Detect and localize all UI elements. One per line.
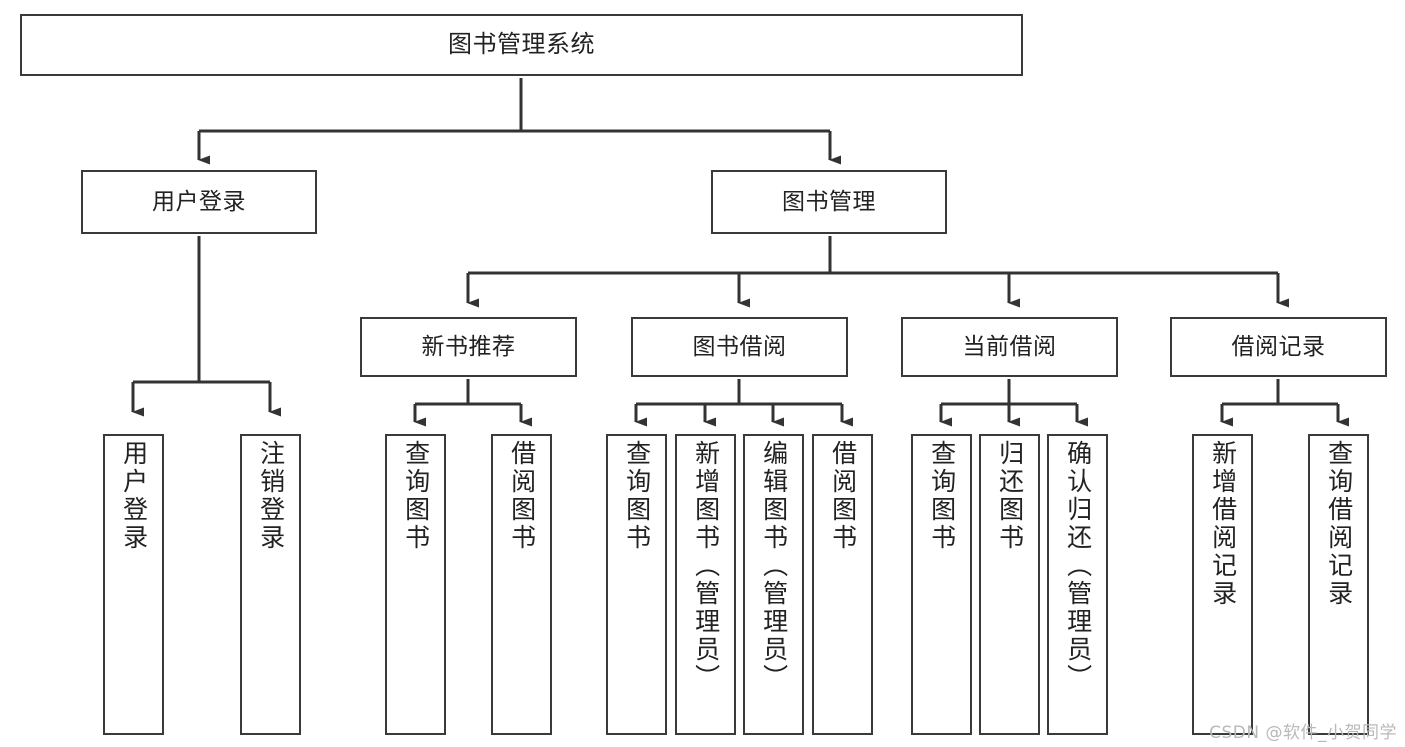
node-label: 查询图书 bbox=[927, 440, 957, 552]
leaf-query-book-current[interactable]: 查询图书 bbox=[911, 434, 972, 735]
csdn-watermark: CSDN @软件_小贺同学 bbox=[1209, 723, 1397, 743]
node-label: 查询图书 bbox=[622, 440, 652, 552]
node-label: 新增图书（管理员） bbox=[691, 440, 721, 692]
node-label: 新增借阅记录 bbox=[1208, 440, 1238, 608]
leaf-query-book-borrow[interactable]: 查询图书 bbox=[606, 434, 667, 735]
leaf-return-book[interactable]: 归还图书 bbox=[979, 434, 1040, 735]
leaf-add-book-admin[interactable]: 新增图书（管理员） bbox=[675, 434, 736, 735]
node-label: 借阅图书 bbox=[828, 440, 858, 552]
leaf-logout[interactable]: 注销登录 bbox=[240, 434, 301, 735]
node-label: 图书借阅 bbox=[692, 333, 787, 360]
leaf-borrow-book-recommend[interactable]: 借阅图书 bbox=[491, 434, 552, 735]
node-label: 当前借阅 bbox=[962, 333, 1057, 360]
node-label: 注销登录 bbox=[256, 440, 286, 552]
node-label: 查询借阅记录 bbox=[1324, 440, 1354, 608]
node-label: 查询图书 bbox=[401, 440, 431, 552]
node-label: 借阅记录 bbox=[1231, 333, 1326, 360]
node-current-borrow[interactable]: 当前借阅 bbox=[901, 317, 1118, 377]
node-label: 借阅图书 bbox=[507, 440, 537, 552]
leaf-confirm-return-admin[interactable]: 确认归还（管理员） bbox=[1047, 434, 1108, 735]
node-borrow-record[interactable]: 借阅记录 bbox=[1170, 317, 1387, 377]
node-label: 编辑图书（管理员） bbox=[759, 440, 789, 692]
leaf-user-login[interactable]: 用户登录 bbox=[103, 434, 164, 735]
node-book-management[interactable]: 图书管理 bbox=[711, 170, 947, 234]
node-label: 图书管理 bbox=[782, 188, 876, 215]
node-label: 用户登录 bbox=[119, 440, 149, 552]
node-root-system[interactable]: 图书管理系统 bbox=[20, 14, 1023, 76]
node-label: 确认归还（管理员） bbox=[1063, 440, 1093, 692]
node-label: 新书推荐 bbox=[421, 333, 516, 360]
node-user-login[interactable]: 用户登录 bbox=[81, 170, 317, 234]
node-label: 图书管理系统 bbox=[448, 30, 595, 59]
leaf-query-book-recommend[interactable]: 查询图书 bbox=[385, 434, 446, 735]
node-new-book-recommend[interactable]: 新书推荐 bbox=[360, 317, 577, 377]
node-label: 归还图书 bbox=[995, 440, 1025, 552]
node-book-borrow[interactable]: 图书借阅 bbox=[631, 317, 848, 377]
leaf-add-borrow-record[interactable]: 新增借阅记录 bbox=[1192, 434, 1253, 735]
leaf-borrow-book[interactable]: 借阅图书 bbox=[812, 434, 873, 735]
leaf-query-borrow-record[interactable]: 查询借阅记录 bbox=[1308, 434, 1369, 735]
node-label: 用户登录 bbox=[152, 188, 246, 215]
leaf-edit-book-admin[interactable]: 编辑图书（管理员） bbox=[743, 434, 804, 735]
